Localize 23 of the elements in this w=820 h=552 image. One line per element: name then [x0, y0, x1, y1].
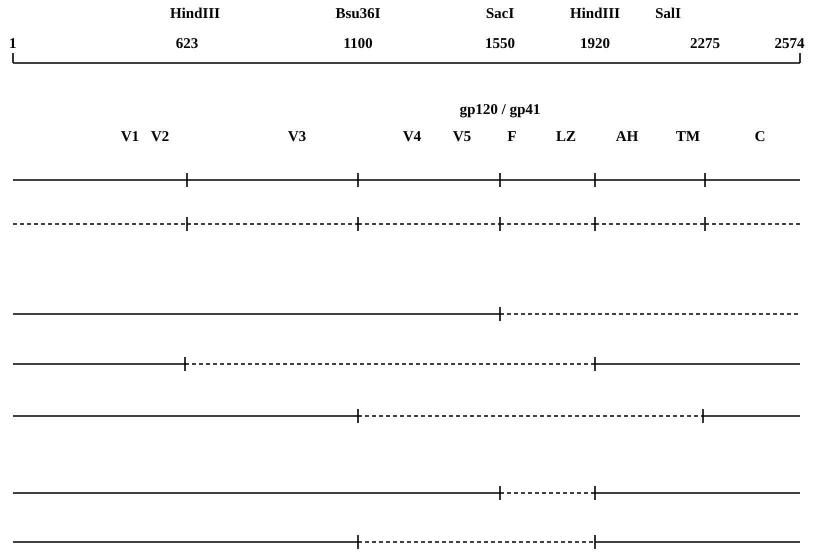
position-number: 2574: [774, 35, 804, 53]
enzyme-site-label: SacI: [486, 5, 514, 23]
position-number: 1100: [343, 35, 373, 53]
position-number: 1: [9, 35, 16, 53]
region-label: TM: [676, 128, 700, 146]
enzyme-site-label: Bsu36I: [335, 5, 381, 23]
enzyme-site-label: SalI: [655, 5, 681, 23]
region-label: V2: [150, 128, 170, 146]
protein-label: gp120 / gp41: [460, 101, 540, 119]
enzyme-site-label: HindIII: [170, 5, 220, 23]
region-label: V1: [120, 128, 140, 146]
position-number: 2275: [690, 35, 720, 53]
region-label: LZ: [556, 128, 576, 146]
region-label: V4: [402, 128, 422, 146]
position-number: 1550: [485, 35, 515, 53]
region-label: F: [507, 128, 517, 146]
region-label: C: [754, 128, 766, 146]
position-number: 1920: [580, 35, 610, 53]
region-label: V3: [288, 128, 306, 146]
enzyme-site-label: HindIII: [570, 5, 620, 23]
region-label: AH: [616, 128, 638, 146]
position-number: 623: [176, 35, 198, 53]
region-label: V5: [452, 128, 472, 146]
